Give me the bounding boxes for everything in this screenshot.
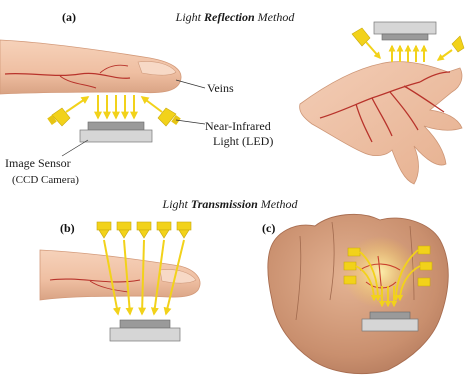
image-sensor-hand [374,22,436,40]
led-column-right-c [418,246,432,286]
hand-dorsal-illustration [300,62,462,184]
nir-label-line1: Near-Infrared [205,119,271,133]
veins-leader-line [176,80,205,88]
led-b-1 [97,222,111,238]
finger-reflection-illustration [0,40,181,94]
sensor-label-line2: (CCD Camera) [12,174,79,186]
nir-label-line2: Light (LED) [213,134,273,148]
image-sensor-b [110,320,180,341]
led-row-b [97,222,191,238]
led-b-3 [137,222,151,238]
image-sensor-a [80,122,152,142]
panel-label-b: (b) [60,221,75,235]
led-hand-right-a [452,36,464,52]
panel-label-a: (a) [62,10,76,24]
fist-illustration [268,214,448,373]
veins-label: Veins [207,81,234,95]
nir-beams-a [66,95,162,118]
reflection-method-title: Light Reflection Method [175,10,296,24]
sensor-label-line1: Image Sensor [5,156,71,170]
transmission-method-title: Light Transmission Method [162,197,299,211]
led-b-2 [117,222,131,238]
nir-leader-line [176,120,205,124]
led-b-5 [177,222,191,238]
led-b-4 [157,222,171,238]
fingernail [138,61,176,75]
image-sensor-c [362,312,418,331]
nir-beams-hand [366,42,452,62]
sensor-leader-line [62,140,88,156]
panel-label-c: (c) [262,221,275,235]
